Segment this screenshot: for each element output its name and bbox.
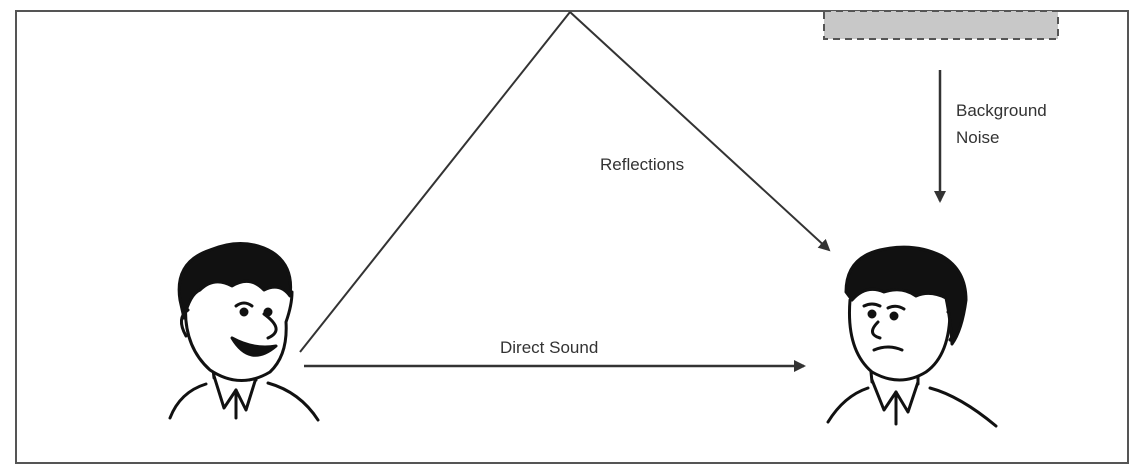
room-border [15,10,1129,464]
noise-source-icon [823,10,1059,40]
talking-person-icon [168,241,320,422]
reflection-incident-line [299,11,571,353]
direct-sound-label: Direct Sound [500,338,599,357]
reflections-label: Reflections [600,155,685,174]
reflection-path [299,11,831,353]
reflection-arrow [569,11,831,252]
listening-person-icon [826,245,998,428]
background-noise-label-line1: Background [956,101,1047,120]
background-noise-label-line2: Noise [956,128,1000,147]
